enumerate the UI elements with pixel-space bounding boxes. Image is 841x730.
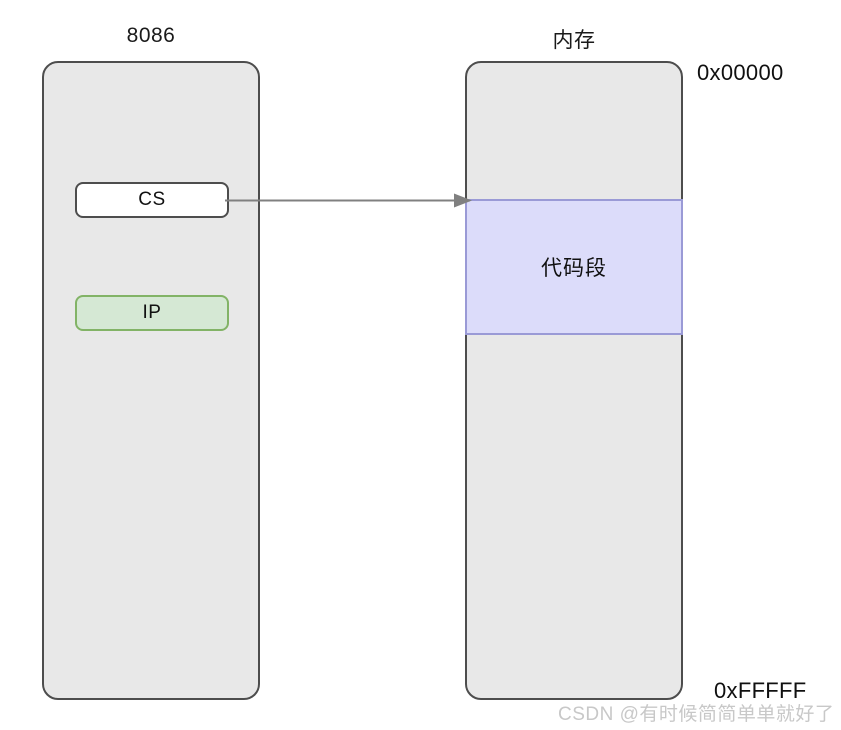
memory-column-title: 内存 [552,29,596,52]
memory-address-top: 0x00000 [697,60,784,85]
register-ip[interactable]: IP [75,295,229,331]
cs-to-code-segment-arrow [225,193,472,208]
csdn-watermark: CSDN @有时候简简单单就好了 [558,704,835,725]
memory-panel [465,61,683,700]
code-segment-label: 代码段 [541,257,607,280]
memory-code-segment-block[interactable]: 代码段 [465,199,683,335]
register-ip-label: IP [142,302,162,323]
cpu-column-title: 8086 [126,24,176,47]
memory-address-bottom: 0xFFFFF [714,678,807,703]
register-cs[interactable]: CS [75,182,229,218]
cpu-panel [42,61,260,700]
register-cs-label: CS [138,189,166,210]
